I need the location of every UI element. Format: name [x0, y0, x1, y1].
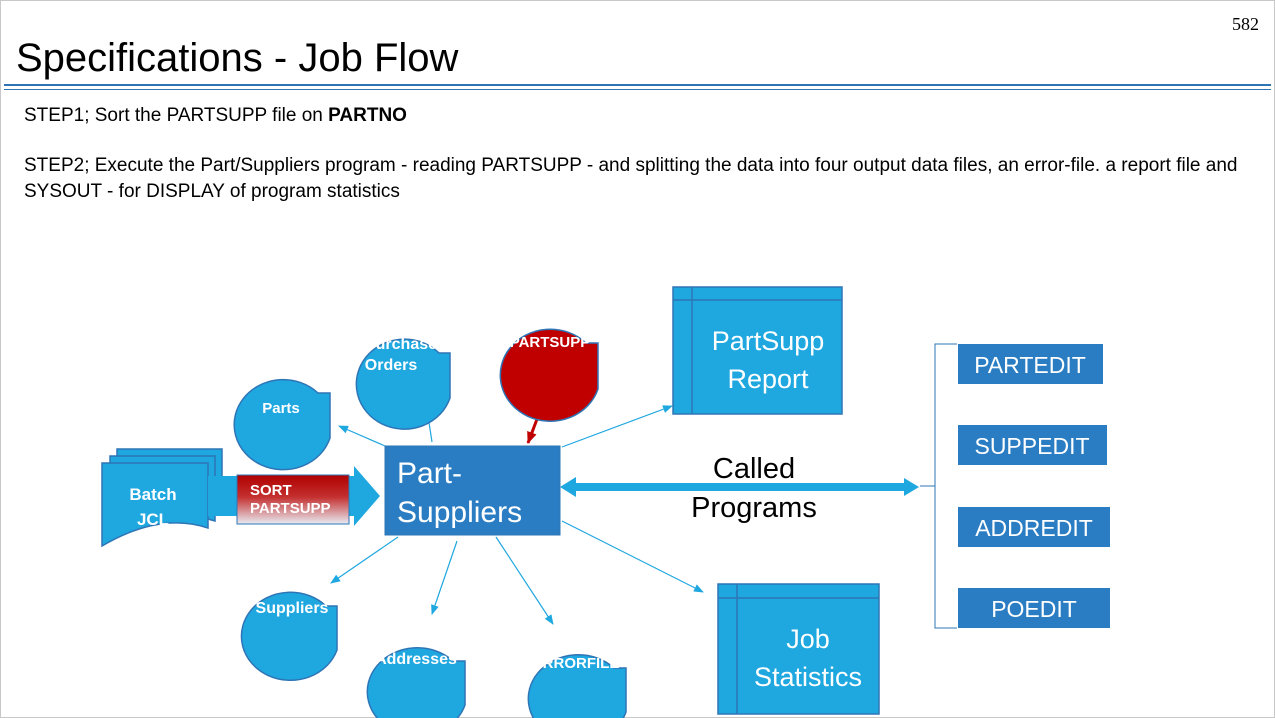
batch-jcl-document: Batch JCL	[101, 448, 223, 548]
program-label-line1: Part-	[397, 457, 462, 490]
program-label-line2: Suppliers	[397, 496, 522, 529]
connector-arrows	[330, 402, 704, 625]
partsupp-input-file: PARTSUPP	[499, 328, 599, 422]
batch-jcl-label-line2: JCL	[137, 510, 169, 529]
sort-label-line2: PARTSUPP	[250, 500, 331, 517]
called-programs-label-line1: Called	[713, 453, 795, 485]
called-program-addredit: ADDREDIT	[958, 507, 1110, 547]
called-programs-bracket	[920, 343, 957, 629]
job-stats-label-line2: Statistics	[754, 662, 862, 692]
purchase-orders-label-line1: Purchase	[365, 336, 437, 353]
purchase-orders-label-line2: Orders	[365, 357, 418, 374]
addresses-file: Addresses	[366, 647, 466, 718]
addredit-label: ADDREDIT	[975, 515, 1093, 541]
suppedit-label: SUPPEDIT	[974, 433, 1089, 459]
batch-jcl-label-line1: Batch	[129, 485, 176, 504]
addresses-label: Addresses	[375, 651, 457, 668]
called-program-partedit: PARTEDIT	[958, 344, 1103, 384]
errorfile-label: ERRORFILE	[533, 655, 620, 672]
report-label-line2: Report	[727, 364, 809, 394]
step1-bold: PARTNO	[328, 105, 407, 126]
job-stats-label-line1: Job	[786, 624, 830, 654]
called-programs-label-line2: Programs	[691, 492, 817, 524]
job-statistics-report: Job Statistics	[717, 583, 880, 715]
poedit-label: POEDIT	[991, 596, 1077, 622]
page-number: 582	[1232, 14, 1259, 34]
sort-arrow: SORT PARTSUPP	[208, 466, 380, 526]
called-programs-arrow: Called Programs	[560, 453, 919, 524]
called-program-suppedit: SUPPEDIT	[958, 425, 1107, 465]
part-suppliers-program: Part- Suppliers	[384, 445, 561, 536]
suppliers-file: Suppliers	[240, 591, 338, 681]
title-divider-thin	[4, 89, 1271, 90]
suppliers-label: Suppliers	[256, 600, 329, 617]
parts-label: Parts	[262, 400, 300, 417]
partsupp-report: PartSupp Report	[672, 286, 843, 415]
partedit-label: PARTEDIT	[974, 352, 1086, 378]
errorfile-file: ERRORFILE	[527, 654, 627, 718]
step1-text: STEP1; Sort the PARTSUPP file on PARTNO	[24, 103, 407, 129]
partsupp-input-label: PARTSUPP	[510, 334, 591, 351]
report-label-line1: PartSupp	[712, 326, 825, 356]
step2-text: STEP2; Execute the Part/Suppliers progra…	[24, 155, 1238, 202]
called-program-poedit: POEDIT	[958, 588, 1110, 628]
parts-file: Parts	[233, 378, 331, 471]
title-divider	[4, 84, 1271, 86]
step1-prefix: STEP1; Sort the PARTSUPP file on	[24, 105, 329, 126]
sort-label-line1: SORT	[250, 482, 292, 499]
purchase-orders-file: Purchase Orders	[355, 336, 451, 430]
page-title: Specifications - Job Flow	[16, 36, 459, 80]
